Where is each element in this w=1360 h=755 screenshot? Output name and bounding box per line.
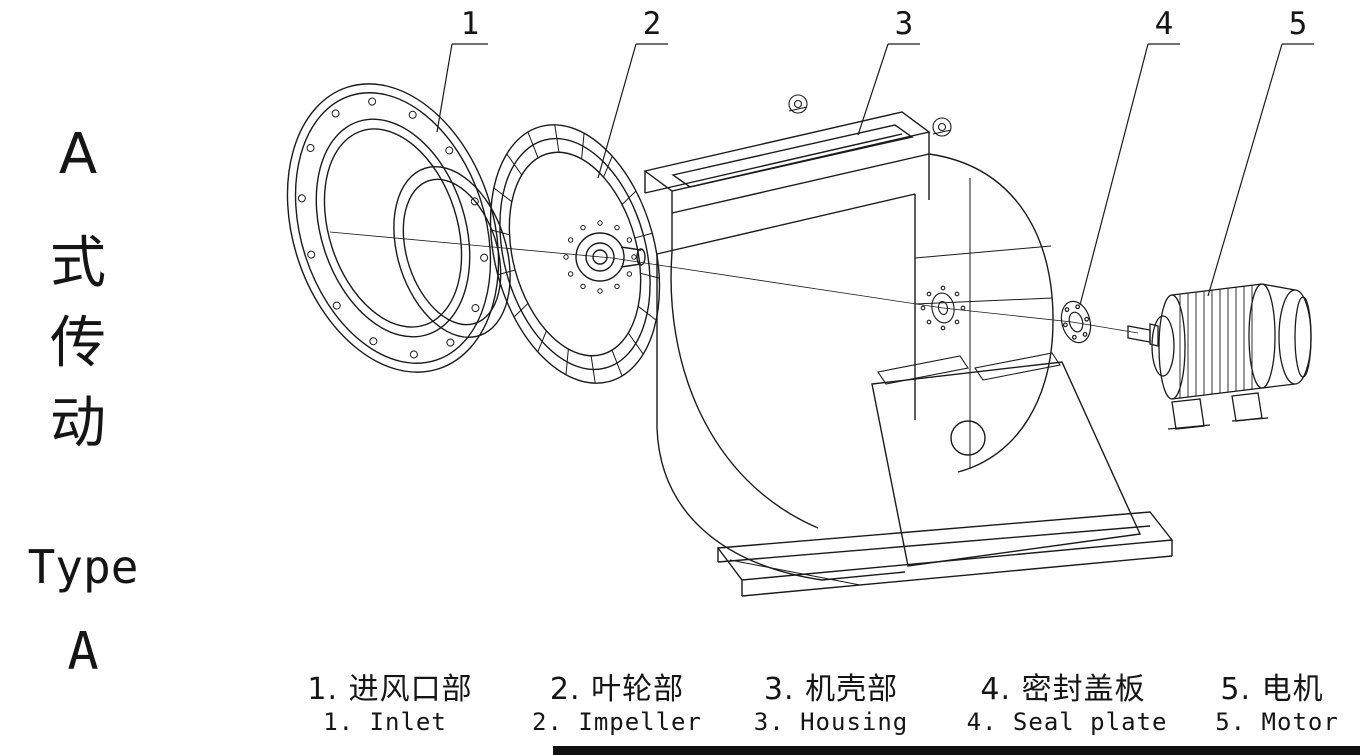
seal-plate-drawing [1060, 300, 1092, 344]
bottom-edge-bar [553, 746, 1360, 755]
legend-en-sealplate: 4. Seal plate [966, 708, 1168, 736]
side-title-char-2: 式 [50, 231, 106, 296]
lifting-lugs [788, 94, 952, 137]
legend-en-motor: 5. Motor [1215, 708, 1339, 736]
motor-drawing [1127, 283, 1312, 430]
impeller-drawing [489, 124, 661, 384]
legend-en-inlet: 1. Inlet [323, 708, 447, 736]
type-label-word: Type [27, 540, 139, 594]
callout-leaders [436, 43, 1314, 306]
side-title-char-3: 传 [50, 311, 106, 376]
impeller-hub [563, 220, 646, 294]
impeller-blades [490, 124, 660, 384]
legend-zh-impeller: 2. 叶轮部 [549, 672, 685, 707]
legend-zh-inlet: 1. 进风口部 [307, 672, 473, 707]
callout-number-5: 5 [1288, 6, 1308, 42]
type-label-letter: A [67, 622, 99, 682]
motor-fins [1179, 285, 1253, 398]
legend-zh-sealplate: 4. 密封盖板 [980, 672, 1146, 707]
legend-zh-motor: 5. 电机 [1220, 672, 1324, 707]
callout-number-1: 1 [460, 6, 480, 42]
inlet-drawing [286, 83, 511, 373]
motor-feet [1167, 392, 1269, 430]
legend-en-housing: 3. Housing [753, 708, 909, 736]
side-title-char-4: 动 [50, 391, 106, 456]
base-plate [716, 511, 1174, 597]
legend-en-impeller: 2. Impeller [532, 708, 702, 736]
callout-number-3: 3 [894, 6, 914, 42]
inlet-bolt-holes [297, 97, 489, 359]
legend-zh-housing: 3. 机壳部 [763, 672, 899, 707]
housing-drawing [643, 94, 1174, 597]
callout-number-4: 4 [1154, 6, 1174, 42]
callout-number-2: 2 [642, 6, 662, 42]
pedestal [871, 352, 1142, 567]
side-title-char-1: A [58, 122, 98, 187]
shaft-opening [920, 285, 966, 331]
